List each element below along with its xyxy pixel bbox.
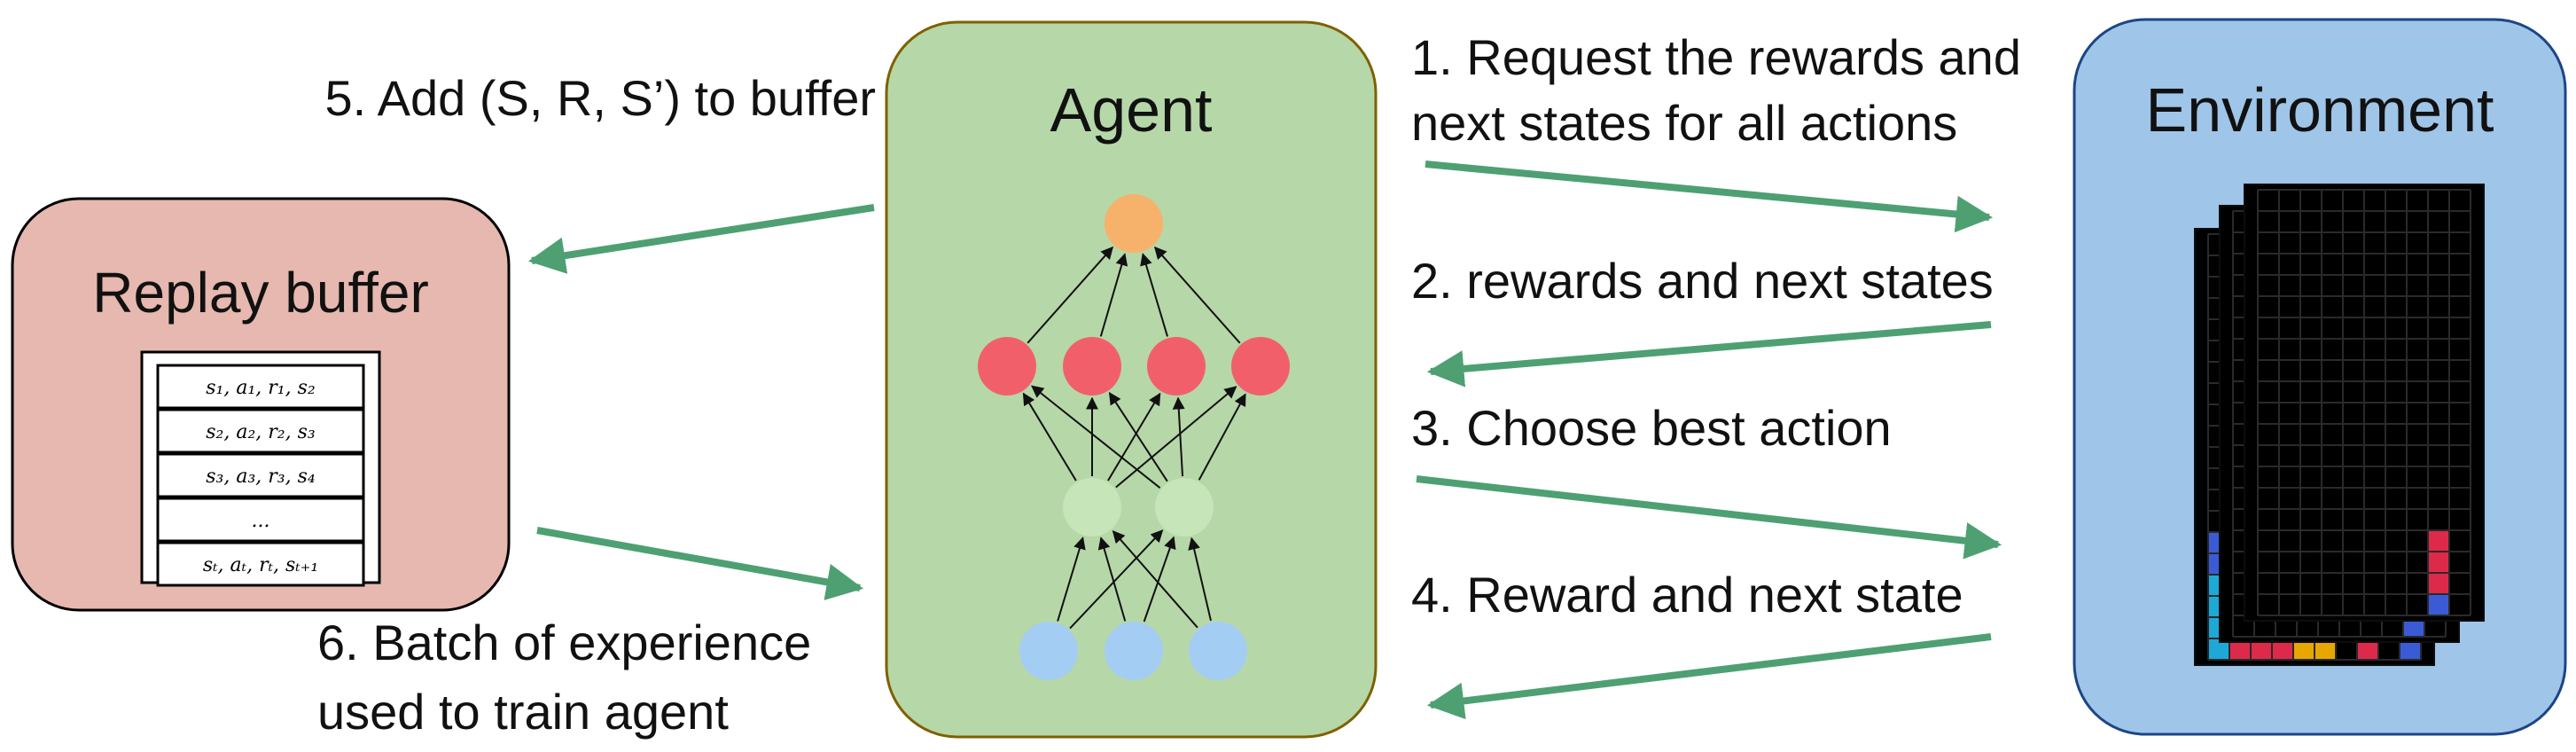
step6-label-line2: used to train agent (317, 684, 729, 740)
step5-label: 5. Add (S, R, S’) to buffer (325, 70, 877, 126)
buffer-row-box (156, 541, 365, 587)
nn-edge (1153, 246, 1241, 344)
flow-arrows (527, 161, 2002, 720)
arrow-buffer-to-agent (536, 527, 864, 600)
buffer-row: sₜ, aₜ, rₜ, sₜ₊₁ (203, 554, 318, 576)
arrow-action-to-environment (1416, 475, 2002, 560)
replay-buffer-table: s₁, a₁, r₁, s₂ s₂, a₂, r₂, s₃ s₃, a₃, r₃, … (140, 350, 381, 587)
output-node (1105, 194, 1163, 253)
input-node (1105, 622, 1163, 680)
arrow-agent-to-buffer (527, 204, 875, 274)
nn-edge (1172, 396, 1185, 477)
buffer-row: s₂, a₂, r₂, s₃ (206, 421, 315, 443)
environment-title: Environment (2146, 75, 2494, 145)
replay-buffer-box: Replay buffer s₁, a₁, r₁, s₂ s₂, a₂, r₂, … (11, 197, 511, 612)
step3-label: 3. Choose best action (1411, 400, 1892, 456)
arrow-rewards-to-agent (1426, 321, 1992, 388)
environment-box: Environment (2073, 18, 2567, 736)
agent-box: Agent (885, 20, 1378, 739)
step4-label: 4. Reward and next state (1411, 567, 1963, 623)
nn-edge (1198, 393, 1246, 481)
hidden2-node (1147, 337, 1206, 396)
replay-buffer-title: Replay buffer (92, 261, 429, 325)
input-node (1189, 622, 1247, 680)
nn-edge (1097, 537, 1127, 622)
buffer-row: s₁, a₁, r₁, s₂ (206, 377, 315, 399)
agent-title: Agent (1050, 75, 1213, 145)
arrow-reward-to-agent (1426, 633, 1992, 720)
hidden1-node (1063, 478, 1121, 537)
buffer-row-box (156, 497, 365, 543)
step2-label: 2. rewards and next states (1411, 253, 1994, 309)
nn-edge (1099, 253, 1128, 337)
nn-edge (1026, 246, 1114, 344)
neural-network-nodes (978, 194, 1290, 680)
hidden2-node (1231, 337, 1290, 396)
neural-network-edges (1022, 246, 1246, 630)
input-node (1019, 622, 1078, 680)
step1-label-line1: 1. Request the rewards and (1411, 29, 2021, 85)
nn-edge (1107, 392, 1161, 482)
nn-edge (1115, 386, 1237, 489)
nn-edge (1057, 537, 1086, 622)
nn-edge (1031, 385, 1161, 490)
step1-label-line2: next states for all actions (1411, 95, 1957, 151)
step-labels: 5. Add (S, R, S’) to buffer 1. Request t… (317, 29, 2021, 740)
tetris-board (2244, 184, 2485, 622)
hidden1-node (1155, 478, 1214, 537)
buffer-row-box (156, 408, 365, 454)
hidden2-node (978, 337, 1036, 396)
step6-label-line1: 6. Batch of experience (317, 615, 811, 670)
nn-edge (1022, 392, 1077, 482)
nn-edge (1069, 529, 1164, 630)
arrow-request-to-environment (1425, 161, 1994, 233)
nn-edge (1143, 536, 1176, 623)
buffer-row: s₃, a₃, r₃, s₄ (206, 466, 315, 488)
buffer-row: ... (252, 510, 270, 532)
nn-edge (1140, 253, 1168, 337)
nn-edge (1112, 530, 1198, 629)
nn-edge (1188, 537, 1212, 622)
tetris-boards (2194, 184, 2485, 666)
buffer-row-box (156, 364, 365, 410)
nn-edge (1108, 391, 1168, 482)
buffer-row-box (156, 452, 365, 498)
hidden2-node (1063, 337, 1121, 396)
